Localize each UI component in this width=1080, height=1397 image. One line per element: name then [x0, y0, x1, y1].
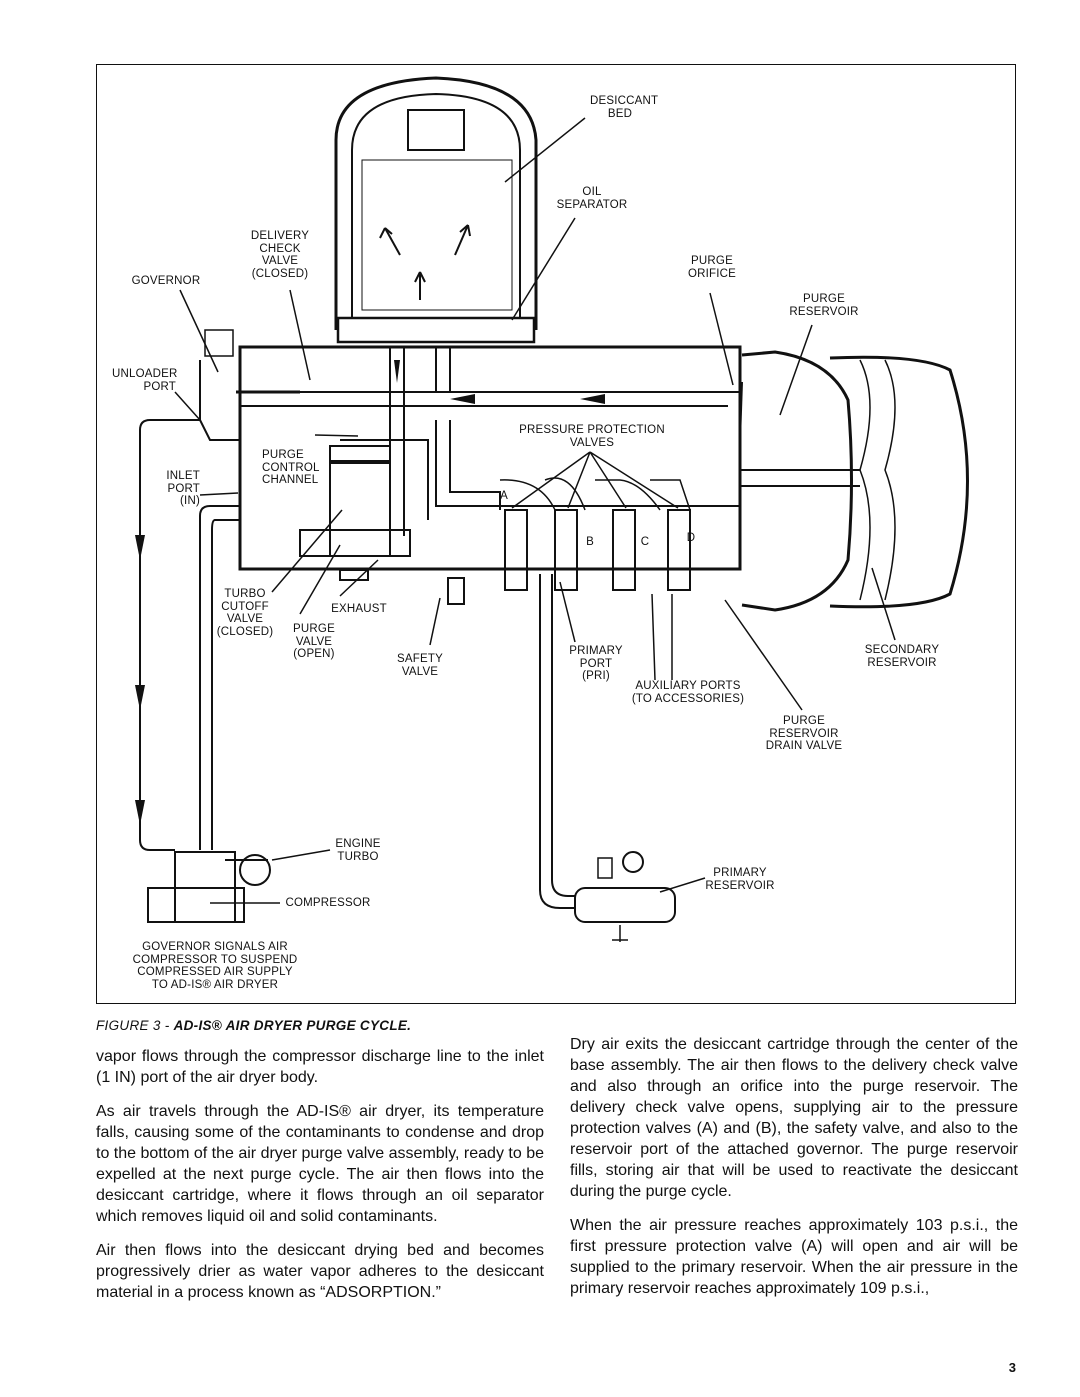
label-exhaust: EXHAUST	[331, 603, 387, 615]
paragraph: When the air pressure reaches approximat…	[570, 1217, 1018, 1297]
paragraph: vapor flows through the compressor disch…	[96, 1048, 544, 1086]
label-valve-c: C	[640, 536, 650, 548]
label-valve-d: D	[686, 532, 696, 544]
air-dryer-diagram	[135, 76, 969, 942]
dryer-body	[238, 345, 742, 571]
paragraph: As air travels through the AD-IS® air dr…	[96, 1103, 544, 1225]
purge-reservoir	[741, 350, 853, 612]
label-valve-a: A	[500, 490, 508, 502]
label-auxiliary-ports: AUXILIARY PORTS(TO ACCESSORIES)	[631, 680, 745, 705]
label-compressor: COMPRESSOR	[285, 897, 371, 909]
desiccant-cartridge	[334, 76, 538, 330]
figure-caption: FIGURE 3 - AD-IS® AIR DRYER PURGE CYCLE.	[96, 1018, 412, 1033]
figure-frame	[96, 64, 1016, 1004]
paragraph: Air then flows into the desiccant drying…	[96, 1242, 544, 1301]
text-column-left: vapor flows through the compressor disch…	[96, 1046, 544, 1316]
page-number: 3	[1008, 1360, 1016, 1375]
text-column-right: Dry air exits the desiccant cartridge th…	[570, 1034, 1018, 1312]
primary-reservoir-tank	[574, 887, 676, 923]
label-valve-b: B	[586, 536, 594, 548]
paragraph: Dry air exits the desiccant cartridge th…	[570, 1036, 1018, 1200]
label-governor: GOVERNOR	[131, 275, 201, 287]
